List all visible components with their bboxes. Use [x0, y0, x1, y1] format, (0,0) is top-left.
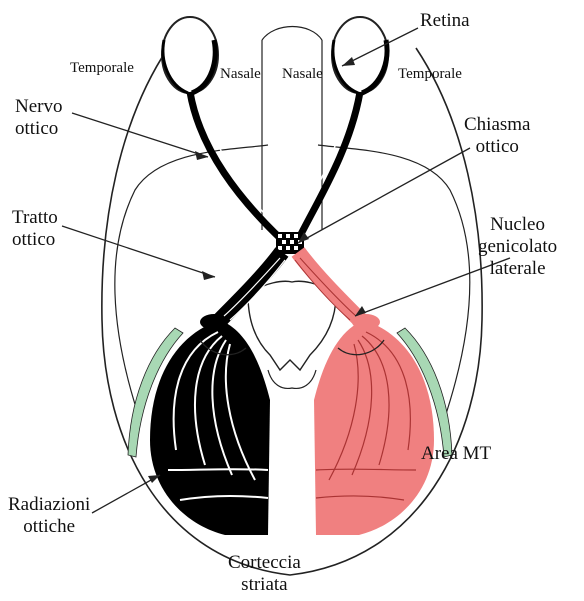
- right-lgn: [352, 314, 380, 330]
- label-radiazioni-ottiche-line-2: ottiche: [8, 516, 90, 538]
- label-nervo-ottico-line-2: ottico: [15, 118, 62, 140]
- label-tratto-ottico-line-1: Tratto: [12, 207, 58, 229]
- label-temporale-right: Temporale: [398, 66, 462, 83]
- label-tratto-ottico-line-2: ottico: [12, 229, 58, 251]
- lower-midbrain: [268, 370, 316, 388]
- label-area-mt: Area MT: [421, 443, 491, 465]
- label-nervo-ottico: Nervo ottico: [15, 96, 62, 140]
- label-corteccia-striata-line-2: striata: [228, 574, 301, 596]
- label-nervo-ottico-line-1: Nervo: [15, 96, 62, 118]
- label-retina: Retina: [420, 10, 470, 32]
- label-nucleo-genicolato-laterale: Nucleo genicolato laterale: [478, 214, 557, 280]
- label-corteccia-striata-line-1: Corteccia: [228, 552, 301, 574]
- label-chiasma-ottico-line-1: Chiasma: [464, 114, 531, 136]
- label-nasale-left: Nasale: [220, 66, 261, 83]
- label-tratto-ottico: Tratto ottico: [12, 207, 58, 251]
- left-optic-nerve-edge: [200, 92, 286, 236]
- label-ngl-line-3: laterale: [478, 258, 557, 280]
- label-ngl-line-1: Nucleo: [478, 214, 557, 236]
- label-ngl-line-2: genicolato: [478, 236, 557, 258]
- left-lgn: [200, 314, 228, 330]
- label-radiazioni-ottiche-line-1: Radiazioni: [8, 494, 90, 516]
- label-nasale-right: Nasale: [282, 66, 323, 83]
- label-chiasma-ottico: Chiasma ottico: [464, 114, 531, 158]
- label-chiasma-ottico-line-2: ottico: [464, 136, 531, 158]
- label-radiazioni-ottiche: Radiazioni ottiche: [8, 494, 90, 538]
- midbrain-outline: [248, 281, 336, 370]
- medial-fissure-top: [262, 27, 322, 41]
- left-eye: [162, 17, 218, 93]
- label-temporale-left: Temporale: [70, 60, 134, 77]
- right-optic-nerve: [298, 92, 360, 240]
- label-corteccia-striata: Corteccia striata: [228, 552, 301, 596]
